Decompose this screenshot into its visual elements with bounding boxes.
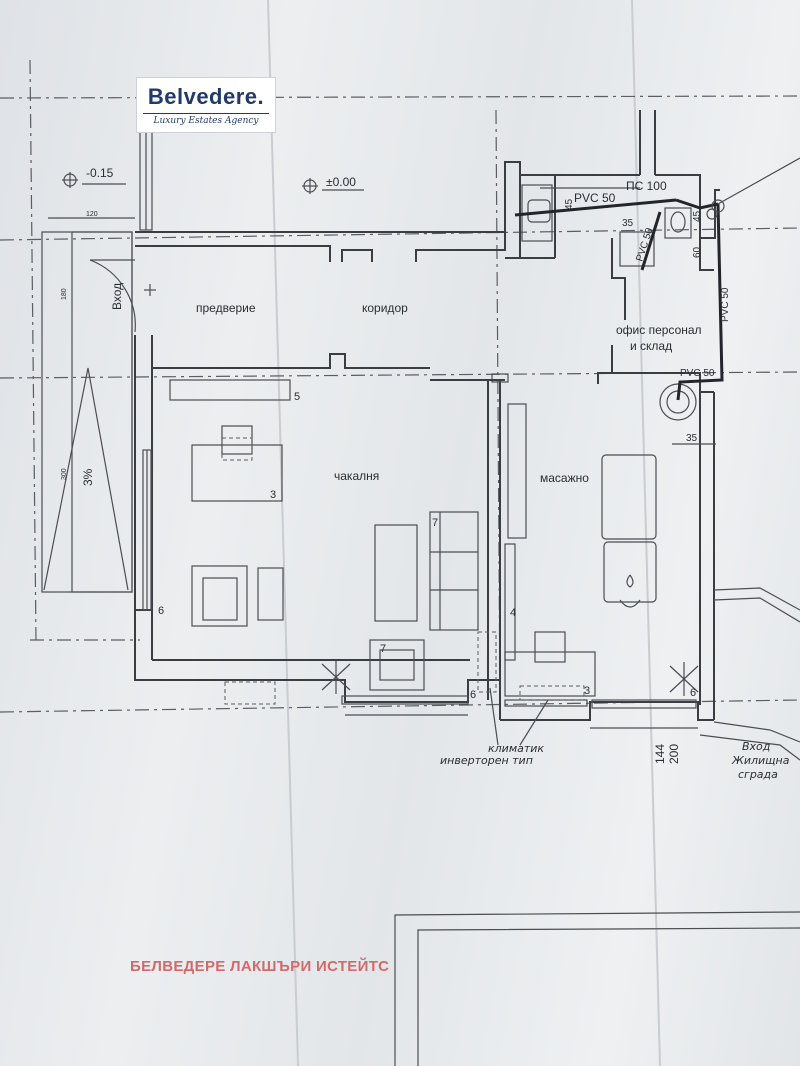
desk-left: [191, 425, 283, 502]
level-marker-main: [302, 178, 364, 194]
washbasin: [619, 231, 655, 267]
logo-name: Belvedere.: [147, 84, 265, 109]
radiator-left: [224, 681, 276, 705]
ac-unit-right: [669, 662, 699, 696]
ac-unit-left: [321, 660, 351, 694]
drain-pipes: [514, 157, 800, 401]
label-entrance: Вход: [110, 283, 124, 310]
mark-5: 5: [294, 391, 300, 403]
label-massage-room: масажно: [540, 471, 589, 485]
brand-logo: Belvedere. Luxury Estates Agency: [136, 77, 276, 133]
desk-right: [504, 631, 596, 701]
label-office-line2: и склад: [630, 339, 672, 353]
level-label-main: ±0.00: [326, 175, 356, 189]
armchair-bottom: [369, 639, 425, 691]
building-entrance-line3: сграда: [738, 768, 778, 781]
dim-200: 200: [667, 744, 681, 764]
dim-45: 45: [564, 198, 575, 210]
dim-120: 120: [86, 211, 98, 218]
exterior-lines: [394, 587, 800, 1066]
shelf-top: [169, 379, 291, 401]
level-label-left: -0.15: [86, 166, 114, 180]
mark-6-left: 6: [158, 605, 164, 617]
labels: -0.15 ±0.00 Вход предверие коридор чакал…: [61, 166, 790, 781]
entrance-door-swing: [89, 259, 136, 333]
massage-table: [601, 454, 657, 608]
label-waiting-room: чакалня: [334, 469, 379, 483]
label-pvc-top: PVC 50: [574, 191, 616, 205]
paper-fold-right: [631, 0, 661, 1066]
massage-shelf: [504, 543, 516, 661]
dim-60: 60: [692, 246, 703, 258]
watermark-text: БЕЛВЕДЕРЕ ЛАКШЪРИ ИСТЕЙТС: [130, 958, 390, 975]
building-entrance-line1: Вход: [742, 740, 770, 753]
label-office-line1: офис персонал: [616, 323, 702, 337]
label-riser: ПС 100: [626, 179, 667, 193]
level-marker-left: [62, 172, 126, 188]
label-pvc-vertical: PVC 50: [720, 287, 731, 322]
mark-4: 4: [510, 607, 516, 619]
armchair-left: [191, 565, 284, 627]
label-corridor: коридор: [362, 301, 408, 315]
dim-35-top: 35: [622, 218, 634, 229]
toilet: [664, 207, 692, 239]
ac-leader-left: [489, 687, 499, 746]
mark-7-sofa: 7: [432, 517, 438, 529]
dim-144: 144: [653, 744, 667, 764]
paper-fold-left: [267, 0, 299, 1066]
ac-leader-right: [519, 699, 549, 746]
ac-note-line1: климатик: [488, 742, 544, 755]
building-entrance-line2: Жилищна: [731, 754, 790, 767]
dim-180: 180: [61, 288, 68, 300]
label-pvc-bottom: PVC 50: [680, 368, 715, 379]
axis-marker-entrance: [144, 284, 156, 296]
ramp: [41, 231, 133, 593]
dim-45b: 45: [692, 210, 703, 222]
mark-7-chair: 7: [380, 643, 386, 655]
label-vestibule: предверие: [196, 301, 256, 315]
coffee-table: [374, 524, 418, 622]
radiator-mid: [477, 631, 497, 693]
mark-3-right: 3: [584, 685, 590, 697]
ramp-slope: 3%: [81, 468, 95, 486]
mark-6-bottom: 6: [470, 689, 476, 701]
dim-300: 300: [61, 468, 68, 480]
mark-3-left: 3: [270, 489, 276, 501]
massage-cabinet: [507, 403, 527, 539]
sofa: [429, 511, 479, 631]
dim-35-right: 35: [686, 433, 698, 444]
logo-tagline: Luxury Estates Agency: [143, 113, 269, 128]
ac-note-line2: инверторен тип: [440, 754, 533, 767]
glazing-left: [139, 99, 153, 611]
mark-6-right: 6: [690, 687, 696, 699]
